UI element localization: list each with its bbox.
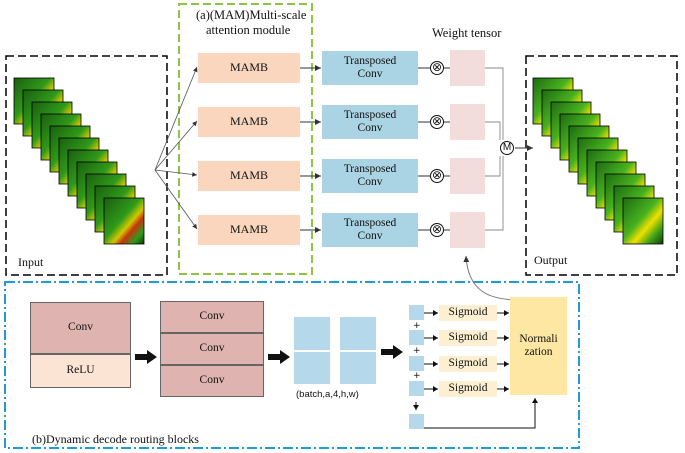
mamb-block-2: MAMB xyxy=(198,107,300,137)
module-b-big-arrows xyxy=(135,345,403,364)
mamb-to-conv-arrows xyxy=(300,65,321,233)
transposed-conv-4-line2: Conv xyxy=(357,230,383,242)
multiply-icon-3: ⊗ xyxy=(430,168,444,183)
transposed-conv-1-line2: Conv xyxy=(357,68,383,80)
sigmoid-4: Sigmoid xyxy=(439,381,497,397)
mamb-block-4: MAMB xyxy=(198,215,300,245)
output-frame xyxy=(525,55,678,276)
tensor-block-1 xyxy=(294,317,330,350)
transposed-conv-3-line2: Conv xyxy=(357,176,383,188)
weight-tensor-label: Weight tensor xyxy=(432,26,502,40)
split-square-1 xyxy=(409,305,424,320)
split-square-4 xyxy=(409,381,424,396)
multiply-icon-4: ⊗ xyxy=(430,222,444,237)
module-b-title: (b)Dynamic decode routing blocks xyxy=(32,432,199,446)
conv-stack-1: Conv xyxy=(160,301,264,333)
input-fan-lines xyxy=(154,66,198,230)
input-image-slice-11 xyxy=(103,197,145,245)
tensor-block-4 xyxy=(340,352,376,384)
plus-1: + xyxy=(413,321,421,331)
normalization-block: Normali zation xyxy=(510,297,567,395)
transposed-conv-1-line1: Transposed xyxy=(343,54,397,67)
weight-tensor-1 xyxy=(450,50,485,86)
normalization-line2: zation xyxy=(524,346,553,358)
module-a-frame xyxy=(178,3,313,275)
transposed-conv-2-line1: Transposed xyxy=(343,108,397,121)
transposed-conv-2: Transposed Conv xyxy=(322,105,418,139)
input-frame xyxy=(5,55,168,276)
transposed-conv-4: Transposed Conv xyxy=(322,213,418,247)
output-image-slice-11 xyxy=(622,197,664,245)
conv-block: Conv xyxy=(30,302,131,354)
plus-3: + xyxy=(413,371,421,381)
relu-block: ReLU xyxy=(30,354,131,388)
tensor-block-2 xyxy=(340,317,376,350)
weight-tensor-2 xyxy=(450,104,485,140)
module-b-small-arrows xyxy=(413,310,538,429)
conv-stack-2: Conv xyxy=(160,333,264,365)
output-label: Output xyxy=(534,253,568,267)
input-image-slices xyxy=(13,77,145,245)
split-square-2 xyxy=(409,330,424,345)
transposed-conv-2-line2: Conv xyxy=(357,122,383,134)
merge-icon: M xyxy=(500,141,514,155)
multiply-icon-1: ⊗ xyxy=(430,60,444,75)
normalization-line1: Normali xyxy=(519,332,558,345)
transposed-conv-4-line1: Transposed xyxy=(343,216,397,229)
transposed-conv-3-line1: Transposed xyxy=(343,162,397,175)
plus-2: + xyxy=(413,346,421,356)
mamb-block-1: MAMB xyxy=(198,53,300,83)
output-image-slices xyxy=(532,77,664,245)
tensor-shape-label: (batch,a,4,h,w) xyxy=(296,389,359,400)
module-a-title-line2: attention module xyxy=(206,23,291,37)
transposed-conv-3: Transposed Conv xyxy=(322,159,418,193)
weight-tensor-4 xyxy=(450,212,485,248)
merge-lines xyxy=(485,67,504,231)
split-square-3 xyxy=(409,356,424,371)
split-square-5 xyxy=(409,414,424,429)
tensor-block-3 xyxy=(294,352,330,384)
multiply-icon-2: ⊗ xyxy=(430,114,444,129)
module-a-title-line1: (a)(MAM)Multi-scale xyxy=(196,8,307,22)
sigmoid-2: Sigmoid xyxy=(439,330,497,346)
input-label: Input xyxy=(18,255,44,269)
module-b-frame xyxy=(4,281,580,449)
conv-stack-3: Conv xyxy=(160,365,264,397)
transposed-conv-1: Transposed Conv xyxy=(322,51,418,85)
weight-tensor-3 xyxy=(450,158,485,194)
sigmoid-1: Sigmoid xyxy=(439,305,497,321)
mamb-block-3: MAMB xyxy=(198,161,300,191)
sigmoid-3: Sigmoid xyxy=(439,356,497,372)
